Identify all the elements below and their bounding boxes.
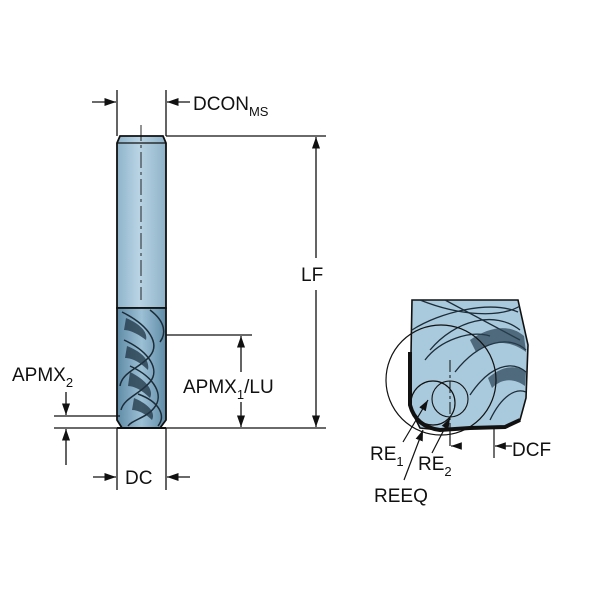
lf-dimension: [54, 135, 326, 429]
dc-dimension: [93, 428, 190, 490]
apmx2-dimension: [54, 392, 120, 465]
apmx1-lu-label: APMX1/LU: [183, 377, 274, 402]
detail-cutting-edge: [408, 352, 521, 433]
tool-shank: [116, 135, 167, 309]
apmx1-lu-dimension: [166, 334, 252, 427]
dcon-ms-dimension: [92, 90, 190, 136]
corner-detail-view: [385, 299, 529, 440]
detail-leaders: [402, 399, 451, 481]
re1-label: RE1: [370, 444, 404, 469]
re2-label: RE2: [418, 454, 452, 479]
dc-label: DC: [125, 468, 152, 489]
dcf-dimension: [449, 428, 512, 458]
re1-circle: [410, 380, 456, 426]
reeq-label: REEQ: [374, 486, 428, 507]
detail-tool-body: [409, 299, 529, 431]
end-mill-tool: [116, 125, 167, 429]
dcf-label: DCF: [512, 440, 551, 461]
dcon-ms-label: DCONMS: [193, 94, 269, 119]
apmx2-label: APMX2: [12, 365, 73, 390]
lf-label: LF: [301, 265, 323, 286]
